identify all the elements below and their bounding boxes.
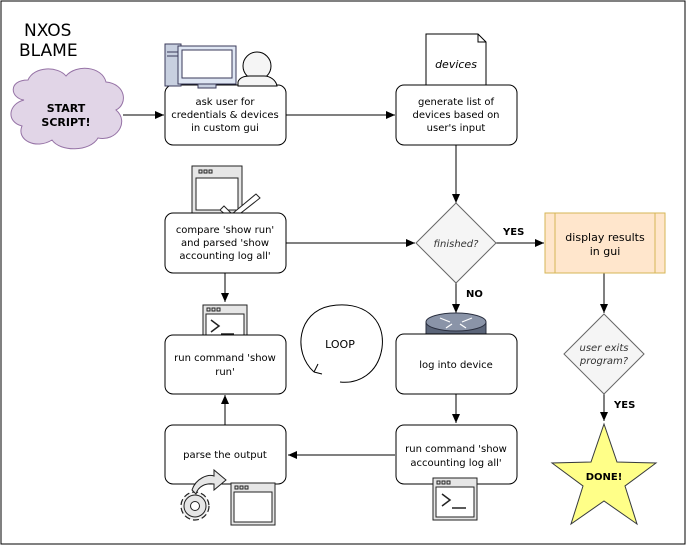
done-star: DONE! <box>550 422 658 526</box>
ask-user-step: ask user for credentials & devices in cu… <box>164 84 287 146</box>
start-label-2: SCRIPT! <box>41 116 90 129</box>
finished-label: finished? <box>434 239 480 250</box>
parse-output-label: parse the output <box>183 450 267 461</box>
finished-yes-label: YES <box>502 227 524 238</box>
connectors <box>123 111 608 459</box>
ask-user-box <box>164 84 287 146</box>
accounting-line-1: run command 'show <box>405 444 507 455</box>
compare-line-2: and parsed 'show <box>181 238 269 249</box>
terminal-icon-2 <box>432 477 478 521</box>
accounting-line-2: accounting log all' <box>410 458 501 469</box>
show-run-line-2: run' <box>215 367 235 378</box>
devices-document: devices <box>425 33 487 87</box>
ask-user-line-2: credentials & devices <box>171 110 278 121</box>
compare-line-1: compare 'show run' <box>176 225 274 236</box>
generate-line-3: user's input <box>427 123 486 134</box>
title-line-1: NXOS <box>24 21 71 41</box>
generate-line-1: generate list of <box>418 97 494 108</box>
finished-decision: finished? <box>415 202 497 284</box>
start-cloud: START SCRIPT! <box>10 67 124 150</box>
star-shape <box>550 422 658 526</box>
user-exits-diamond <box>563 313 645 395</box>
display-results-box <box>544 212 666 274</box>
gear-window-icon <box>180 468 276 526</box>
computer-user-icon <box>164 43 278 89</box>
diagram-title: NXOS BLAME <box>19 21 78 61</box>
arrow-shape <box>191 468 227 495</box>
compare-box <box>164 212 287 274</box>
devices-doc-label: devices <box>435 58 477 71</box>
compare-step: compare 'show run' and parsed 'show acco… <box>164 212 287 274</box>
cloud-shape <box>10 67 124 150</box>
log-into-device-label: log into device <box>419 360 493 371</box>
compare-line-3: accounting log all' <box>179 251 270 262</box>
display-results-step: display results in gui <box>544 212 666 274</box>
display-line-2: in gui <box>590 245 621 258</box>
user-exits-decision: user exits program? <box>563 313 645 395</box>
title-line-2: BLAME <box>19 41 78 61</box>
window-check-icon <box>191 165 261 221</box>
generate-list-box <box>395 84 518 146</box>
ask-user-line-1: ask user for <box>195 97 255 108</box>
run-show-run-step: run command 'show run' <box>164 334 287 395</box>
start-label-1: START <box>47 102 86 115</box>
gear-icon <box>180 491 210 521</box>
parse-output-box <box>164 424 287 485</box>
log-into-device-step: log into device <box>395 333 518 395</box>
router-top <box>425 312 487 332</box>
ask-user-line-3: in custom gui <box>191 123 259 134</box>
display-line-1: display results <box>565 231 645 244</box>
user-exits-line-2: program? <box>579 356 629 367</box>
generate-list-step: generate list of devices based on user's… <box>395 84 518 146</box>
user-exits-yes-label: YES <box>613 400 635 411</box>
generate-line-2: devices based on <box>412 110 499 121</box>
loop-label: LOOP <box>325 338 355 351</box>
loop-arc <box>300 304 383 383</box>
done-label: DONE! <box>586 472 623 483</box>
loop-indicator: LOOP <box>300 304 383 383</box>
show-run-line-1: run command 'show <box>174 353 276 364</box>
user-exits-line-1: user exits <box>580 343 629 354</box>
user-body <box>237 75 278 87</box>
finished-diamond <box>415 202 497 284</box>
finished-no-label: NO <box>466 289 483 300</box>
log-into-device-box <box>395 333 518 395</box>
run-accounting-step: run command 'show accounting log all' <box>395 424 518 485</box>
run-show-run-box <box>164 334 287 395</box>
parse-output-step: parse the output <box>164 424 287 485</box>
document-shape <box>425 33 487 87</box>
